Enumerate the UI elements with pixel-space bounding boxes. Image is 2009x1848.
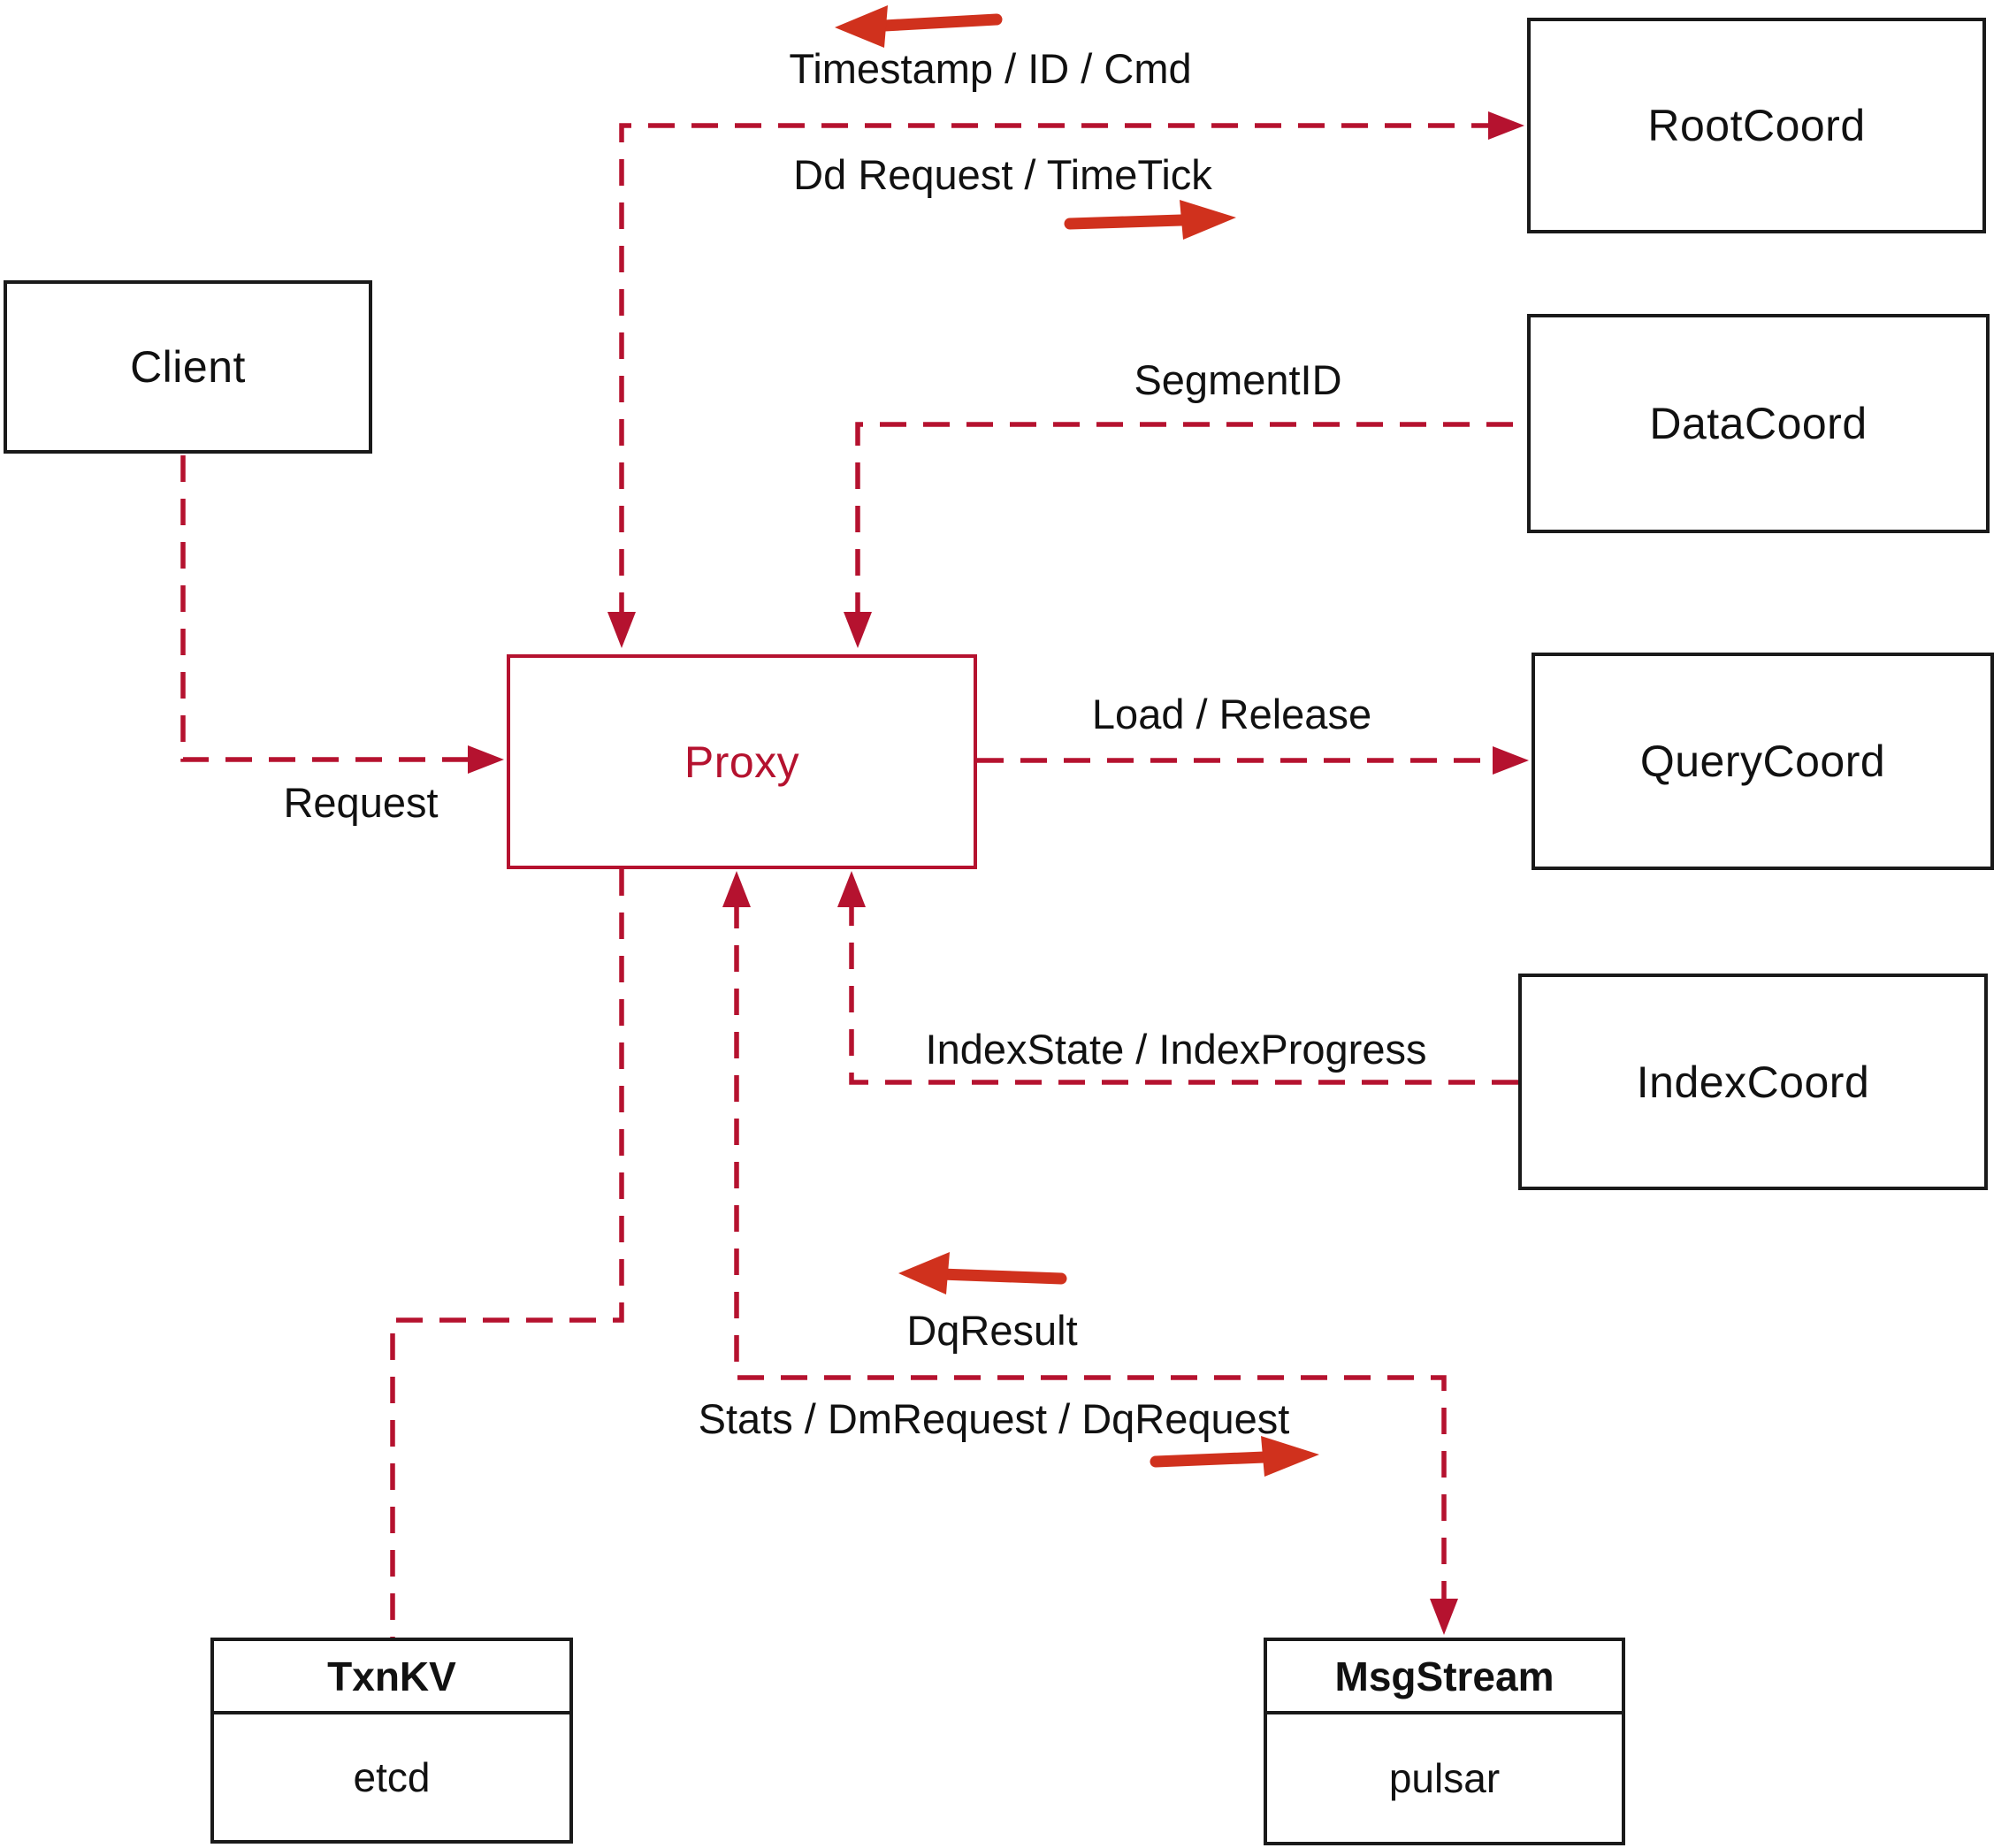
direction-arrow-right-stats — [1150, 1451, 1271, 1468]
direction-arrowhead-right-stats — [1261, 1436, 1319, 1477]
node-client-label: Client — [130, 342, 246, 392]
direction-arrowhead-left-timestamp — [835, 5, 888, 48]
edge-label-timestamp: Timestamp / ID / Cmd — [789, 45, 1192, 92]
edge-proxy-rootcoord — [619, 123, 1494, 619]
direction-arrowhead-left-dqresult — [898, 1252, 950, 1294]
node-datacoord-label: DataCoord — [1649, 399, 1868, 448]
node-proxy-label: Proxy — [684, 737, 800, 787]
edge-client-proxy — [180, 455, 473, 762]
arrowhead-into-rootcoord — [1488, 111, 1524, 140]
node-querycoord: QueryCoord — [1532, 653, 1994, 870]
node-querycoord-label: QueryCoord — [1639, 737, 1886, 786]
node-datacoord: DataCoord — [1527, 314, 1990, 533]
node-indexcoord-label: IndexCoord — [1636, 1057, 1870, 1107]
direction-arrow-left-timestamp — [878, 13, 1003, 32]
arrowhead-into-proxy-bottom-right — [837, 871, 866, 907]
arrowhead-into-proxy-top-right — [844, 612, 872, 648]
edge-label-dq-result: DqResult — [906, 1307, 1078, 1354]
edge-datacoord-proxy — [855, 422, 1523, 619]
arrowhead-into-proxy-top-left — [607, 612, 636, 648]
edge-proxy-msgstream — [734, 902, 1447, 1602]
edge-label-request: Request — [283, 779, 439, 826]
edge-proxy-txnkv — [390, 869, 624, 1638]
arrowhead-into-proxy-bottom-left — [722, 871, 751, 907]
node-msgstream: MsgStream pulsar — [1264, 1638, 1625, 1845]
node-client: Client — [4, 280, 372, 454]
node-proxy: Proxy — [507, 654, 977, 869]
msgstream-title: MsgStream — [1267, 1641, 1622, 1714]
edge-label-index-state: IndexState / IndexProgress — [925, 1026, 1427, 1073]
txnkv-title: TxnKV — [214, 1641, 569, 1714]
txnkv-body: etcd — [353, 1754, 431, 1800]
node-rootcoord: RootCoord — [1527, 18, 1986, 233]
edge-indexcoord-proxy — [849, 902, 1518, 1085]
arrowhead-into-proxy-left — [468, 745, 504, 774]
msgstream-body: pulsar — [1388, 1755, 1501, 1801]
edge-label-stats: Stats / DmRequest / DqRequest — [698, 1395, 1290, 1442]
edge-label-dd-request: Dd Request / TimeTick — [793, 151, 1212, 198]
direction-arrow-left-dqresult — [935, 1268, 1067, 1285]
arrowhead-into-querycoord — [1493, 746, 1529, 775]
node-indexcoord: IndexCoord — [1518, 974, 1988, 1190]
direction-arrowhead-right-ddrequest — [1180, 200, 1236, 240]
arrowhead-into-msgstream — [1430, 1599, 1458, 1635]
node-txnkv: TxnKV etcd — [210, 1638, 573, 1844]
node-rootcoord-label: RootCoord — [1647, 101, 1866, 150]
edge-label-segment-id: SegmentID — [1134, 356, 1342, 403]
direction-arrow-right-ddrequest — [1064, 214, 1188, 230]
edge-label-load-release: Load / Release — [1091, 691, 1372, 737]
